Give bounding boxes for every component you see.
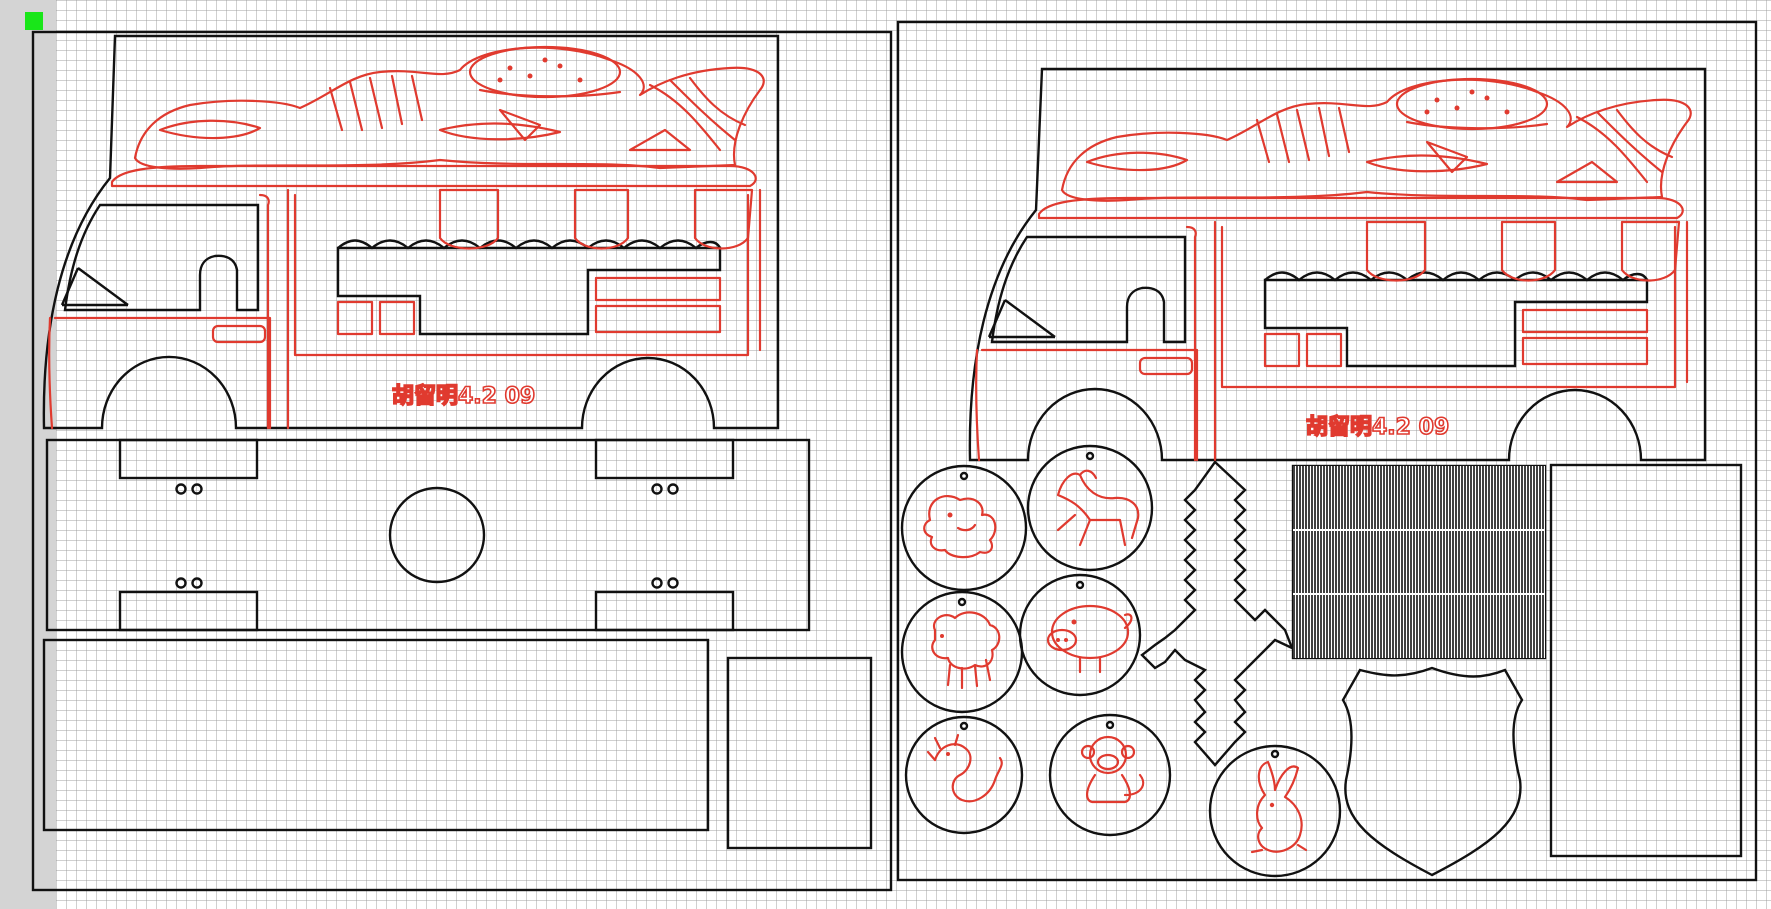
truck-right-door-handle bbox=[1138, 356, 1194, 376]
pendant-horse[interactable] bbox=[1026, 444, 1154, 572]
pendant-sheep[interactable] bbox=[900, 590, 1024, 714]
shield-plate[interactable] bbox=[1341, 666, 1524, 877]
pendant-monkey[interactable] bbox=[1048, 713, 1172, 837]
truck-left-serving-window[interactable] bbox=[336, 246, 722, 336]
truck-left[interactable]: 胡留明4.2 09 bbox=[42, 34, 780, 430]
pig-icon bbox=[1046, 604, 1133, 674]
truck-right-food-decoration bbox=[1060, 77, 1692, 202]
pendant-dog[interactable] bbox=[900, 464, 1028, 592]
truck-right-outline[interactable] bbox=[968, 67, 1707, 462]
axle-slot-1[interactable] bbox=[118, 438, 259, 480]
panel-right-tall[interactable] bbox=[1549, 463, 1743, 858]
truck-right-cab-window[interactable] bbox=[990, 235, 1187, 344]
pendant-pig[interactable] bbox=[1018, 573, 1142, 697]
panel-left-large[interactable] bbox=[42, 638, 710, 832]
truck-left-cab-window[interactable] bbox=[63, 203, 260, 312]
axle-slot-4[interactable] bbox=[594, 590, 735, 632]
sheep-icon bbox=[931, 611, 1001, 690]
truck-right-plate-text: 胡留明4.2 09 bbox=[1306, 414, 1449, 440]
truck-right-awning-1 bbox=[1365, 220, 1427, 282]
origin-marker[interactable] bbox=[25, 12, 43, 30]
sheet-right-border[interactable] bbox=[896, 20, 1758, 882]
grid-workspace[interactable] bbox=[56, 0, 1771, 909]
chassis-center-hole[interactable] bbox=[388, 486, 486, 584]
pendant-rabbit[interactable] bbox=[1208, 744, 1342, 878]
panel-left-small[interactable] bbox=[726, 656, 873, 850]
chassis-left[interactable] bbox=[45, 438, 811, 632]
truck-left-awning-3 bbox=[693, 188, 754, 250]
axle-slot-2[interactable] bbox=[594, 438, 735, 480]
truck-right-awning-3 bbox=[1620, 220, 1681, 282]
truck-left-steering-wheel bbox=[60, 267, 129, 307]
chassis-left-outline[interactable] bbox=[45, 438, 811, 632]
horse-icon bbox=[1056, 469, 1140, 547]
rabbit-icon bbox=[1250, 760, 1308, 854]
zigzag-connector[interactable] bbox=[1140, 460, 1295, 767]
truck-right-serving-window[interactable] bbox=[1263, 278, 1649, 368]
sheet-left-border[interactable] bbox=[31, 30, 893, 892]
truck-left-plate-text: 胡留明4.2 09 bbox=[392, 383, 535, 409]
truck-left-awning-2 bbox=[573, 188, 630, 250]
pendant-dragon[interactable] bbox=[904, 715, 1024, 835]
truck-right-awning-2 bbox=[1500, 220, 1557, 282]
truck-left-awning-1 bbox=[438, 188, 500, 250]
dragon-icon bbox=[926, 733, 1003, 803]
truck-left-door-handle bbox=[211, 324, 267, 344]
axle-slot-3[interactable] bbox=[118, 590, 259, 632]
truck-left-roof bbox=[110, 164, 757, 188]
monkey-icon bbox=[1080, 735, 1145, 804]
truck-left-outline[interactable] bbox=[42, 34, 780, 430]
truck-right-roof bbox=[1037, 196, 1684, 220]
truck-right-steering-wheel bbox=[987, 299, 1056, 339]
dog-icon bbox=[923, 494, 997, 559]
truck-right[interactable]: 胡留明4.2 09 bbox=[968, 67, 1707, 462]
truck-left-food-decoration bbox=[133, 45, 765, 170]
living-hinge-panel[interactable] bbox=[1291, 464, 1547, 660]
